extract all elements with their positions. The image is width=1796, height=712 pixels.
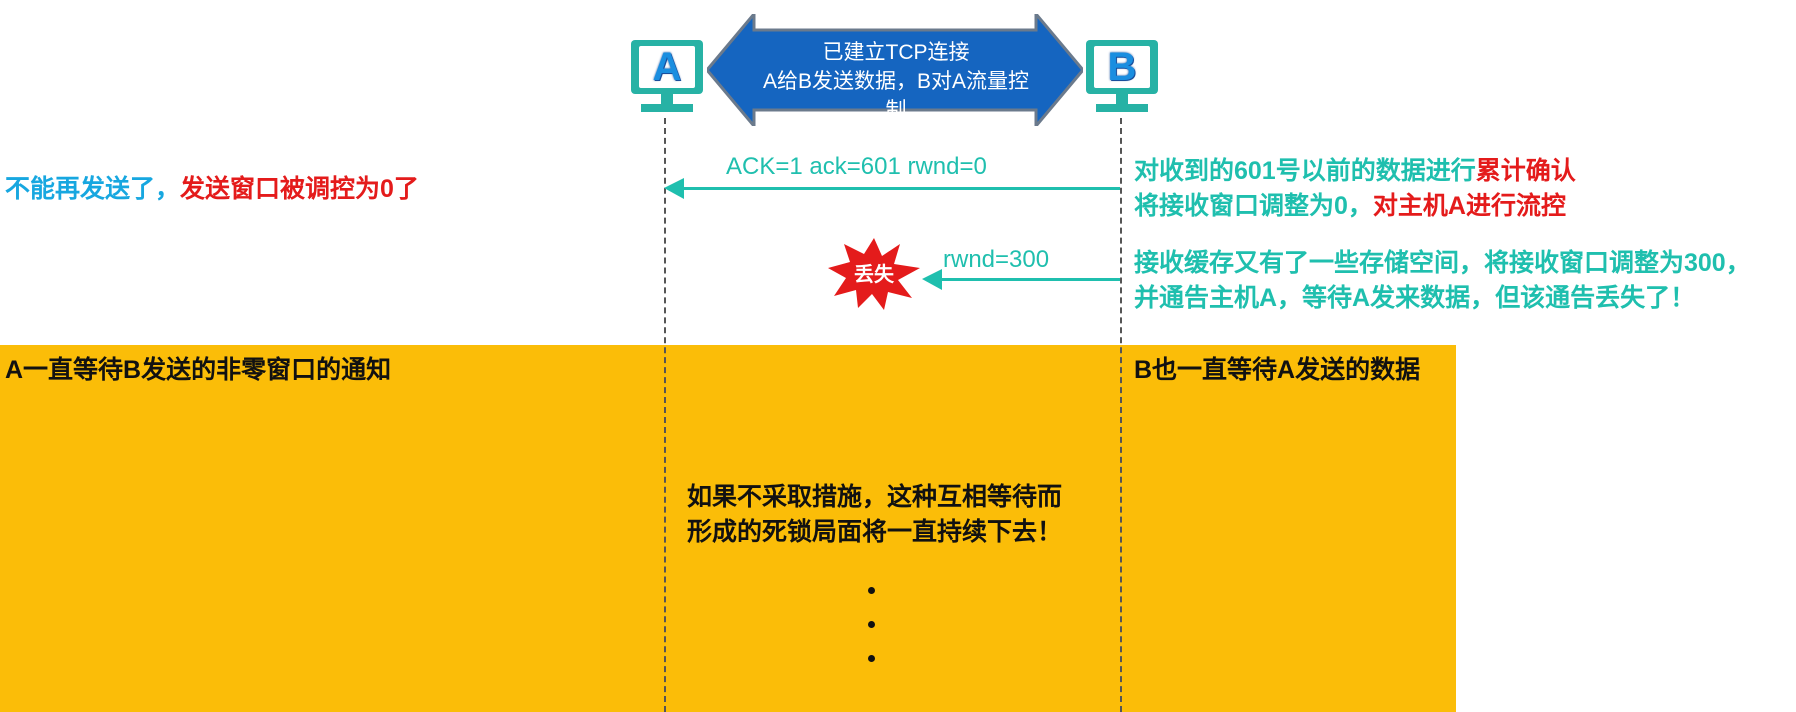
note-cannot-send-prefix: 不能再发送了， (5, 175, 181, 203)
note-window-prefix: 将接收窗口调整为0， (1134, 192, 1373, 220)
panel-b-waiting: B也一直等待A发送的数据 (1134, 356, 1421, 384)
note-ack-confirm: 对收到的601号以前的数据进行累计确认 (1134, 155, 1576, 187)
ellipsis-dot (868, 655, 875, 662)
panel-deadlock-line1: 如果不采取措施，这种互相等待而 (687, 483, 1063, 511)
message-2-label: rwnd=300 (943, 246, 1050, 273)
note-ack-prefix: 对收到的601号以前的数据进行 (1134, 157, 1476, 185)
message-1-arrowhead (664, 178, 684, 199)
arrow-line-1: 已建立TCP连接 (822, 41, 970, 64)
host-a-computer: A (631, 40, 703, 112)
note-cannot-send-highlight: 发送窗口被调控为0了 (180, 175, 419, 203)
message-2-line (940, 278, 1120, 281)
message-1-label: ACK=1 ack=601 rwnd=0 (726, 153, 987, 180)
message-2-arrowhead (922, 269, 942, 290)
deadlock-panel (0, 345, 1456, 712)
ellipsis-dot (868, 621, 875, 628)
panel-deadlock-line2: 形成的死锁局面将一直持续下去！ (687, 518, 1063, 546)
ellipsis-dot (868, 587, 875, 594)
host-a-timeline (664, 118, 666, 712)
connection-arrow (707, 14, 1083, 126)
note-buffer-space: 接收缓存又有了一些存储空间，将接收窗口调整为300， (1134, 249, 1751, 277)
note-window-zero: 将接收窗口调整为0，对主机A进行流控 (1134, 190, 1566, 222)
connection-arrow-text: 已建立TCP连接 A给B发送数据，B对A流量控制 (755, 38, 1037, 125)
panel-a-waiting: A一直等待B发送的非零窗口的通知 (5, 356, 392, 384)
arrow-line-2: A给B发送数据，B对A流量控制 (762, 70, 1030, 122)
host-b-timeline (1120, 118, 1122, 712)
note-announce-lost: 并通告主机A，等待A发来数据，但该通告丢失了！ (1134, 284, 1696, 312)
note-ack-highlight: 累计确认 (1475, 157, 1576, 185)
note-cannot-send: 不能再发送了，发送窗口被调控为0了 (5, 173, 419, 205)
host-b-label: B (1094, 45, 1150, 89)
host-a-label: A (639, 45, 695, 89)
note-window-highlight: 对主机A进行流控 (1372, 192, 1566, 220)
message-1-line (680, 187, 1120, 190)
lost-badge-text: 丢失 (854, 264, 894, 286)
lost-burst-icon (828, 238, 920, 310)
host-b-computer: B (1086, 40, 1158, 112)
